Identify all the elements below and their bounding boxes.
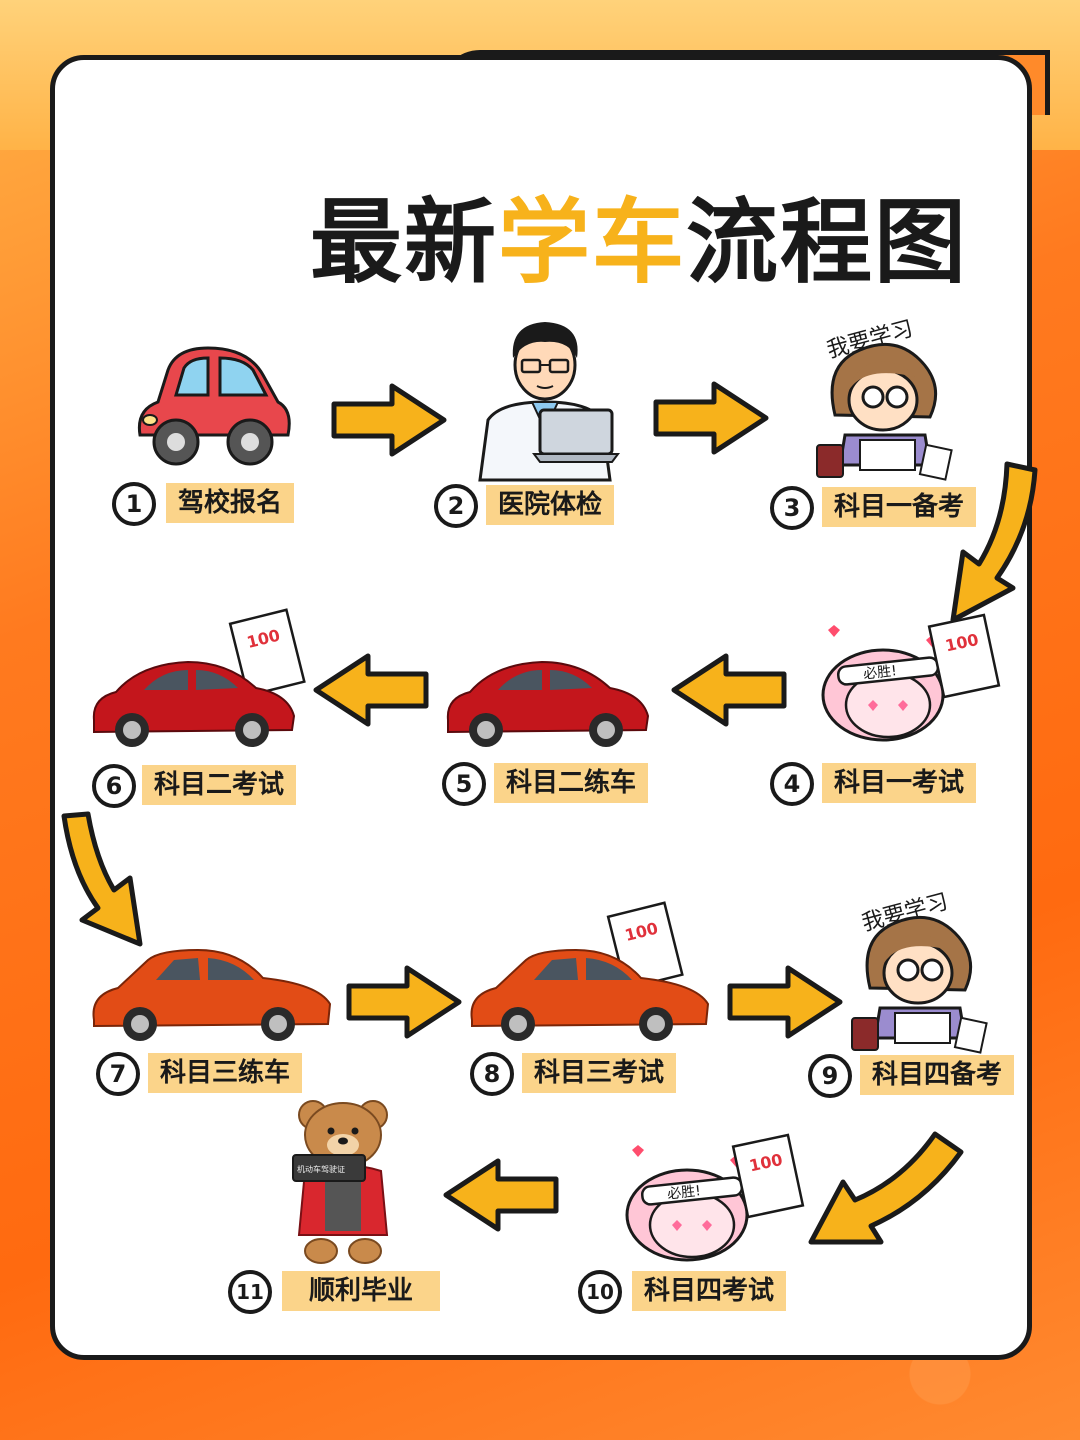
step-number-8: 8 [470,1052,514,1096]
arrow-down-left-2 [808,1131,964,1245]
arrow-right-3 [346,965,462,1039]
studying-girl-icon: 我要学习 [816,316,953,481]
exam-girl-icon: 必胜! 100 [821,613,1001,742]
arrow-down-right-1 [950,461,1038,623]
step-label-7: 科目三练车 [148,1053,303,1093]
step-label-1: 驾校报名 [166,483,295,523]
headband-text: 必胜! [863,663,898,682]
step-label-11: 顺利毕业 [282,1271,440,1311]
studying-girl-icon: 我要学习 [851,889,988,1054]
exam-girl-icon: 必胜! 100 [625,1133,805,1262]
step-number-3: 3 [770,486,814,530]
arrow-right-2 [653,381,769,455]
title-part2: 流程图 [686,189,969,296]
title-highlight: 学车 [498,189,687,296]
doctor-laptop-icon [478,322,620,482]
step-number-10: 10 [578,1270,622,1314]
step-number-2: 2 [434,484,478,528]
hatchback-exam-icon: 100 [470,901,710,1041]
step-number-4: 4 [770,762,814,806]
step-label-5: 科目二练车 [494,763,649,803]
orange-hatchback-icon [92,948,332,1041]
arrow-right-1 [331,383,447,457]
step-label-2: 医院体检 [486,485,615,525]
arrow-right-4 [727,965,843,1039]
step-label-3: 科目一备考 [822,487,977,527]
step-label-10: 科目四考试 [632,1271,787,1311]
step-label-4: 科目一考试 [822,763,977,803]
page-title: 最新学车流程图 [310,168,1010,301]
step-label-9: 科目四备考 [860,1055,1015,1095]
license-book-text: 机动车驾驶证 [297,1164,345,1174]
arrow-left-1 [671,653,787,727]
step-number-9: 9 [808,1054,852,1098]
step-number-1: 1 [112,482,156,526]
step-number-6: 6 [92,764,136,808]
step-label-6: 科目二考试 [142,765,297,805]
red-sports-car-icon [446,660,650,747]
headband-text: 必胜! [667,1183,702,1202]
red-cartoon-car-icon [137,346,291,466]
step-number-5: 5 [442,762,486,806]
bear-graduate-icon: 机动车驾驶证 [292,1100,389,1264]
step-number-11: 11 [228,1270,272,1314]
arrow-down-left-1 [61,811,143,947]
arrow-left-3 [443,1158,559,1232]
step-number-7: 7 [96,1052,140,1096]
arrow-left-2 [313,653,429,727]
step-label-8: 科目三考试 [522,1053,677,1093]
title-part1: 最新 [310,189,499,296]
sports-car-exam-icon: 100 [92,608,306,747]
